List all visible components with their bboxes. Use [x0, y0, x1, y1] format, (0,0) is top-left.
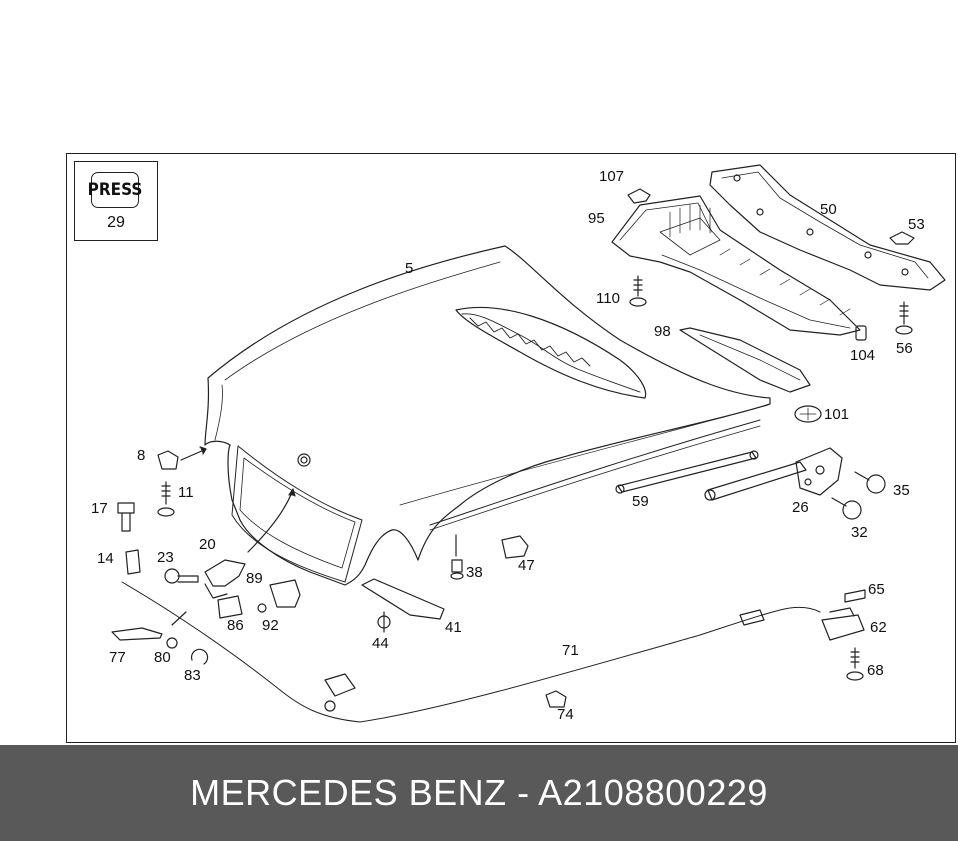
callout-53: 53 — [908, 216, 925, 233]
callout-23: 23 — [157, 549, 174, 566]
footer-caption: MERCEDES BENZ - A2108800229 — [190, 772, 768, 813]
callout-68: 68 — [867, 662, 884, 679]
parts-diagram-drawing — [111, 164, 946, 723]
callout-101: 101 — [824, 406, 850, 423]
lock-part — [821, 607, 865, 641]
callout-92: 92 — [262, 617, 279, 634]
callout-80: 80 — [154, 649, 171, 666]
callout-50: 50 — [820, 201, 837, 218]
callout-95: 95 — [588, 210, 605, 227]
callout-110: 110 — [596, 290, 620, 307]
callout-5: 5 — [405, 260, 414, 277]
callout-83: 83 — [184, 667, 201, 684]
callout-44: 44 — [372, 635, 389, 652]
callout-14: 14 — [97, 550, 114, 567]
callout-89: 89 — [246, 570, 263, 587]
gas-strut-and-hinge — [615, 447, 843, 501]
release-cable — [111, 581, 821, 723]
leader-arrows — [171, 446, 457, 626]
callout-32: 32 — [851, 524, 868, 541]
callout-65: 65 — [868, 581, 885, 598]
diagram-frame — [66, 153, 956, 743]
callout-59: 59 — [632, 493, 649, 510]
callout-38: 38 — [466, 564, 483, 581]
callout-17: 17 — [91, 500, 108, 517]
press-badge-icon: PRESS — [88, 172, 142, 208]
callout-86: 86 — [227, 617, 244, 634]
callout-71: 71 — [562, 642, 579, 659]
callout-8: 8 — [137, 447, 146, 464]
callout-26: 26 — [792, 499, 809, 516]
callout-98: 98 — [654, 323, 671, 340]
bracket-part-98 — [679, 327, 811, 393]
callout-104: 104 — [850, 347, 876, 364]
callout-47: 47 — [518, 557, 535, 574]
callout-107: 107 — [599, 168, 625, 185]
callout-20: 20 — [199, 536, 216, 553]
small-fasteners — [117, 188, 915, 708]
front-panel-part — [709, 164, 946, 291]
callout-77: 77 — [109, 649, 126, 666]
callout-74: 74 — [557, 706, 574, 723]
callout-41: 41 — [445, 619, 462, 636]
callout-35: 35 — [893, 482, 910, 499]
callout-62: 62 — [870, 619, 887, 636]
press-icon-box: PRESS 29 — [74, 161, 158, 241]
footer-banner: MERCEDES BENZ - A2108800229 — [0, 745, 958, 841]
press-callout-number: 29 — [107, 214, 125, 231]
callout-11: 11 — [178, 484, 194, 501]
callout-56: 56 — [896, 340, 913, 357]
hood-part — [204, 245, 771, 586]
air-duct-part — [611, 195, 861, 336]
